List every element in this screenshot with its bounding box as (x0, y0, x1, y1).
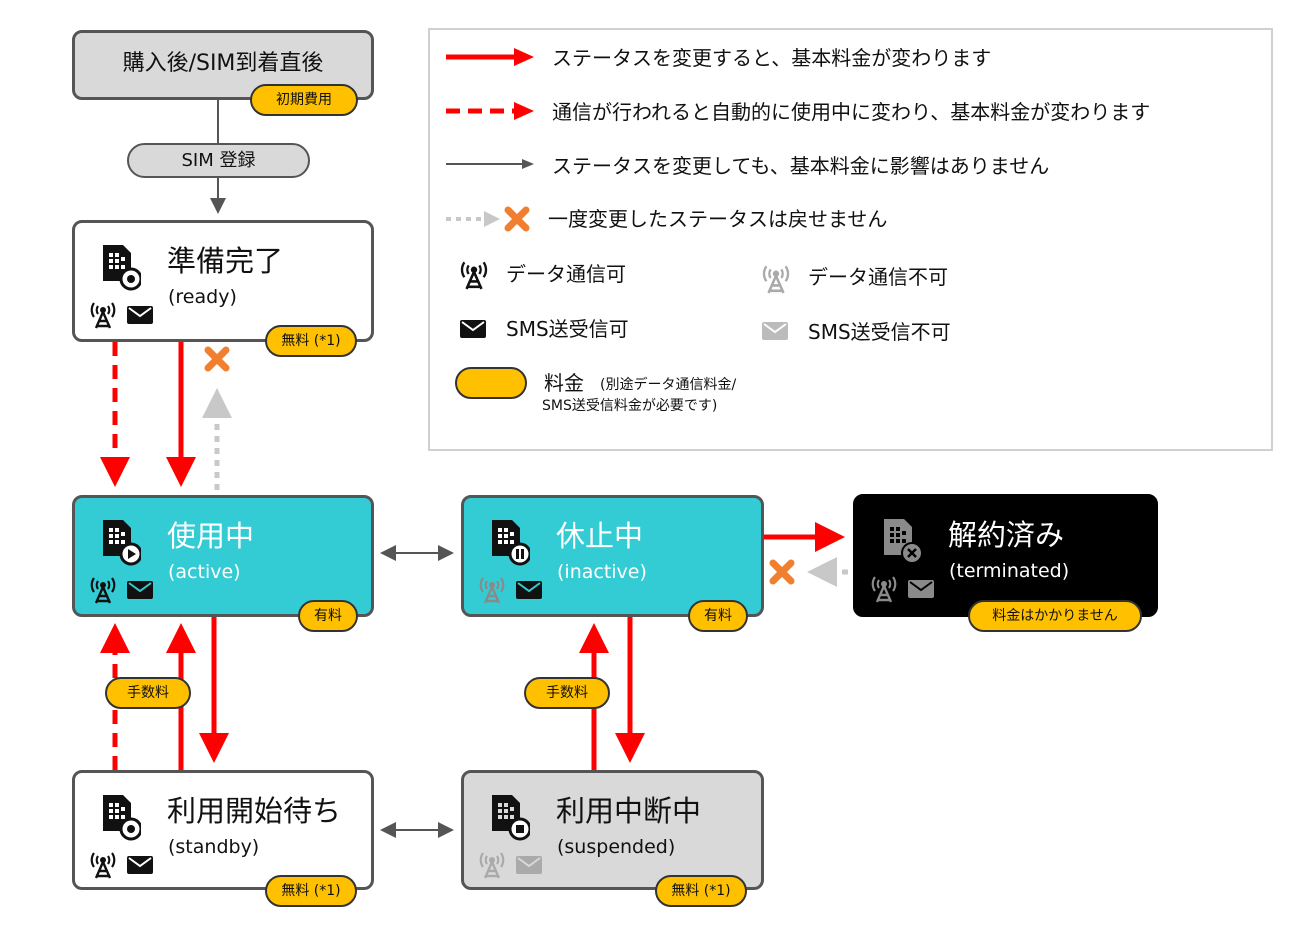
mail-disabled-icon (516, 856, 542, 874)
antenna-icon (90, 577, 116, 604)
antenna-icon (90, 852, 116, 879)
mail-icon (127, 581, 153, 599)
legend-fee-note-1: (別途データ通信料金/ (600, 377, 737, 393)
state-ready: 準備完了 (ready) (72, 220, 374, 342)
fee-badge-suspended-to-inactive: 手数料 (524, 677, 610, 709)
active-subtitle: (active) (168, 561, 241, 583)
mail-icon (127, 856, 153, 874)
antenna-disabled-icon (479, 852, 505, 879)
fee-badge-standby-to-active: 手数料 (105, 677, 191, 709)
legend-box: ステータスを変更すると、基本料金が変わります 通信が行われると自動的に使用中に変… (428, 28, 1273, 451)
legend-sms-ok-text: SMS送受信可 (506, 317, 629, 341)
legend-dotted-text: 一度変更したステータスは戻せません (548, 207, 888, 231)
fee-badge-standby: 無料 (*1) (265, 875, 357, 907)
legend-red-solid-text: ステータスを変更すると、基本料金が変わります (552, 46, 992, 70)
legend-red-dashed-arrow (446, 102, 534, 120)
cross-icon (204, 346, 230, 372)
legend-sms-ng-text: SMS送受信不可 (808, 320, 951, 344)
legend-fee-pill (455, 367, 527, 399)
mail-disabled-icon (908, 580, 934, 598)
legend-red-dashed-text: 通信が行われると自動的に使用中に変わり、基本料金が変わります (552, 100, 1151, 124)
sim-card-icon (492, 520, 530, 566)
purchase-title: 購入後/SIM到着直後 (122, 51, 324, 76)
sim-card-icon (884, 519, 922, 564)
fee-badge-inactive: 有料 (688, 600, 748, 632)
mail-icon (516, 581, 542, 599)
standby-subtitle: (standby) (168, 836, 260, 858)
antenna-disabled-icon (871, 576, 897, 603)
mail-icon (127, 306, 153, 324)
cross-icon (769, 559, 795, 585)
terminated-title: 解約済み (948, 518, 1065, 552)
ready-title: 準備完了 (167, 244, 284, 278)
antenna-disabled-icon (479, 577, 505, 604)
ready-subtitle: (ready) (168, 286, 237, 308)
active-title: 使用中 (167, 519, 255, 553)
state-terminated: 解約済み (terminated) (853, 494, 1158, 617)
legend-dotted-blocked-arrow (446, 206, 530, 232)
state-standby: 利用開始待ち (standby) (72, 770, 374, 890)
mail-icon (460, 320, 486, 338)
state-active: 使用中 (active) (72, 495, 374, 617)
mail-disabled-icon (762, 322, 788, 340)
legend-fee-note-2: SMS送受信料金が必要です) (542, 398, 718, 414)
legend-red-solid-arrow (446, 48, 534, 66)
sim-card-icon (103, 520, 141, 566)
sim-card-icon (103, 795, 141, 841)
state-inactive: 休止中 (inactive) (461, 495, 764, 617)
fee-badge-suspended: 無料 (*1) (655, 875, 747, 907)
fee-badge-active: 有料 (298, 600, 358, 632)
state-suspended: 利用中断中 (suspended) (461, 770, 764, 890)
inactive-subtitle: (inactive) (557, 561, 647, 583)
legend-data-ok-text: データ通信可 (506, 262, 626, 286)
sim-card-icon (103, 245, 141, 291)
antenna-disabled-icon (762, 265, 790, 294)
fee-badge-purchase: 初期費用 (250, 84, 358, 116)
fee-badge-terminated: 料金はかかりません (968, 600, 1142, 632)
legend-gray-solid-arrow (446, 159, 534, 169)
sim-card-icon (492, 795, 530, 841)
inactive-title: 休止中 (556, 519, 644, 553)
fee-badge-ready: 無料 (*1) (265, 325, 357, 357)
antenna-icon (460, 261, 488, 290)
legend-fee-title: 料金 (544, 371, 584, 395)
legend-data-ng-text: データ通信不可 (808, 265, 948, 289)
antenna-icon (90, 302, 116, 329)
standby-title: 利用開始待ち (167, 794, 342, 828)
terminated-subtitle: (terminated) (949, 560, 1070, 582)
legend-gray-solid-text: ステータスを変更しても、基本料金に影響はありません (552, 154, 1050, 178)
suspended-subtitle: (suspended) (557, 836, 676, 858)
suspended-title: 利用中断中 (556, 794, 702, 828)
sim-register-step: SIM 登録 (127, 143, 310, 178)
